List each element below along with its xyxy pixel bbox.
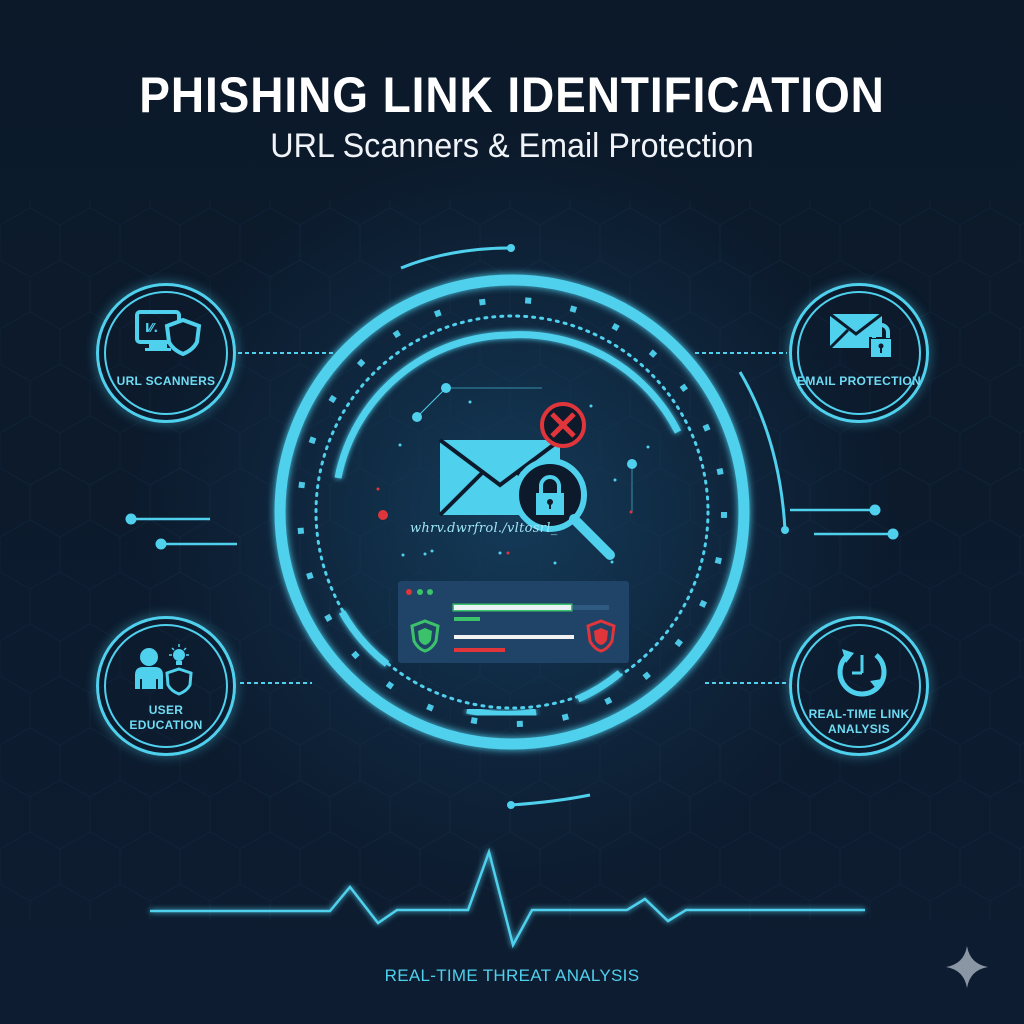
- node-label-url-scanners: URL SCANNERS: [116, 374, 216, 388]
- scan-browser-window: [398, 581, 629, 663]
- scan-progress-bar: [454, 605, 571, 610]
- page-title: PHISHING LINK IDENTIFICATION: [139, 67, 885, 123]
- outer-ring: [274, 274, 750, 750]
- dotted-ring: [314, 314, 710, 710]
- traffic-light-green-2: [427, 589, 433, 595]
- node-label-user-education-1: USER: [148, 703, 184, 717]
- monitor-shield-icon: I⁄⁄.: [135, 310, 202, 357]
- central-icons: [438, 402, 615, 560]
- clock-refresh-icon: [837, 649, 887, 697]
- tick-ring: [297, 297, 727, 727]
- node-label-email-protection: EMAIL PROTECTION: [797, 374, 921, 388]
- node-email-protection: EMAIL PROTECTION: [789, 283, 929, 423]
- x-circle-icon: [540, 402, 586, 448]
- traffic-light-green: [417, 589, 423, 595]
- node-user-education: USER EDUCATION: [96, 616, 236, 756]
- node-label-real-time-link-2: ANALYSIS: [828, 722, 890, 736]
- node-url-scanners: I⁄⁄. URL SCANNERS: [96, 283, 236, 423]
- red-alert-node: [378, 510, 388, 520]
- user-lightbulb-shield-icon: [135, 644, 193, 696]
- danger-status-bar: [454, 648, 505, 652]
- danger-shield-icon: [586, 619, 616, 653]
- footer-label: REAL-TIME THREAT ANALYSIS: [384, 966, 640, 985]
- network-nodes: [398, 383, 650, 565]
- traffic-light-red: [406, 589, 412, 595]
- heartbeat-line: [150, 847, 865, 949]
- svg-text:I⁄⁄.: I⁄⁄.: [145, 321, 158, 335]
- safe-status-bar: [454, 617, 480, 621]
- envelope-lock-icon: [828, 312, 893, 359]
- safe-shield-icon: [410, 619, 440, 653]
- sparkle-icon: [946, 946, 988, 988]
- magnifier-lock-icon: [513, 458, 615, 560]
- node-label-user-education-2: EDUCATION: [129, 718, 203, 732]
- node-label-real-time-link-1: REAL-TIME LINK: [808, 707, 910, 721]
- url-field-bar: [454, 635, 574, 639]
- page-subtitle: URL Scanners & Email Protection: [270, 127, 754, 165]
- node-real-time-link-analysis: REAL-TIME LINK ANALYSIS: [789, 616, 929, 756]
- suspicious-url-text: whrv.dwrfrol./vltosrl_: [410, 521, 558, 536]
